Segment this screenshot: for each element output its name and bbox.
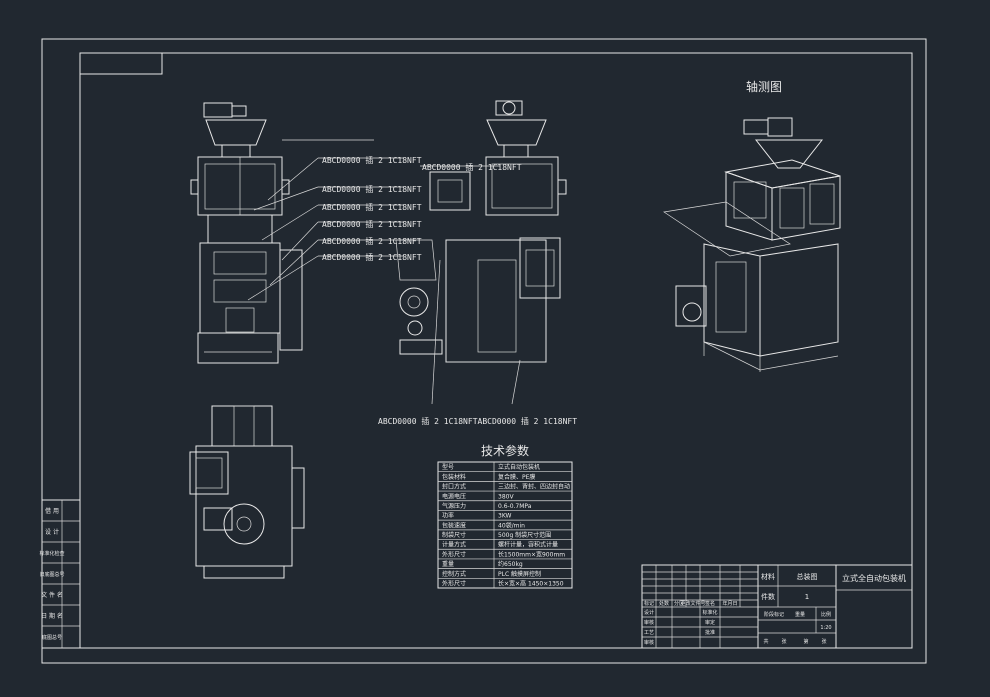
tech-row-value: 长×宽×高 1450×1350 [498, 580, 564, 588]
top-view [189, 405, 305, 579]
callout-7: ABCD0000 插 2 1C18NFT [322, 252, 422, 262]
row-label-4: 审核 [644, 639, 654, 646]
rev-header-3: 分区 [674, 600, 684, 607]
callout-6: ABCD0000 插 2 1C18NFT [322, 236, 422, 246]
tech-row-value: 长1500mm×宽900mm [498, 550, 565, 558]
material-value: 总装图 [797, 572, 818, 581]
tech-row-label: 外形尺寸 [442, 580, 466, 588]
tech-row-label: 电源电压 [442, 492, 466, 500]
axonometric-title: 轴测图 [746, 79, 782, 94]
tech-row-label: 功率 [442, 512, 454, 520]
tech-row-value: 约650kg [498, 560, 523, 568]
tech-row-label: 包装材料 [442, 473, 466, 481]
tech-row-label: 气源压力 [442, 502, 466, 510]
tech-title: 技术参数 [481, 443, 529, 458]
callout-3: ABCD0000 插 2 1C18NFT [322, 184, 422, 194]
row2-label-2: 审定 [705, 619, 715, 626]
outer-border [41, 38, 927, 664]
strip-label-5: 文 件 名 [41, 591, 63, 599]
stage-header-1: 阶段标记 [764, 611, 784, 618]
rev-header-2: 处数 [659, 600, 669, 607]
row2-label-1: 标准化 [702, 609, 717, 616]
callout-1: ABCD0000 插 2 1C18NFT [322, 155, 422, 165]
scale-value: 1:20 [820, 625, 831, 631]
count-label: 件数 [761, 592, 775, 601]
row-label-1: 设计 [644, 609, 654, 616]
stage-header-2: 重量 [795, 611, 805, 618]
callout-2: ABCD0000 插 2 1C18NFT [422, 162, 522, 172]
strip-label-3: 标准化检查 [39, 550, 64, 557]
drawing-title: 立式全自动包装机 [842, 573, 906, 583]
corner-box [79, 52, 163, 75]
material-label: 材料 [761, 572, 775, 581]
row2-label-3: 批准 [705, 629, 715, 636]
sheet-2: 张 [781, 638, 786, 645]
tech-row-value: 螺杆计量，容积式计量 [498, 541, 558, 549]
tech-row-label: 封口方式 [442, 483, 466, 491]
row-label-2: 审核 [644, 619, 654, 626]
tech-row-value: 40袋/min [498, 521, 525, 529]
sheet-4: 张 [821, 638, 826, 645]
tech-row-value: 复合膜、PE膜 [498, 473, 535, 481]
bottom-callout: ABCD0000 插 2 1C18NFTABCD0000 插 2 1C18NFT [378, 416, 577, 426]
count-value: 1 [805, 593, 809, 601]
callout-5: ABCD0000 插 2 1C18NFT [322, 219, 422, 229]
left-strip: 借 用 设 计 标准化检查 旧底图总号 文 件 名 日 期 名 底图总号 [39, 499, 81, 649]
tech-row-label: 包装速度 [442, 521, 466, 529]
leader-lines [247, 139, 521, 405]
inner-border [79, 52, 913, 649]
row-label-3: 工艺 [644, 630, 654, 636]
tech-row-value: 380V [498, 493, 514, 500]
callout-4: ABCD0000 插 2 1C18NFT [322, 202, 422, 212]
axonometric-view [663, 117, 841, 372]
strip-label-1: 借 用 [45, 507, 59, 515]
sheet-3: 第 [803, 638, 808, 645]
tech-row-label: 控制方式 [442, 570, 466, 578]
tech-row-label: 计量方式 [442, 541, 466, 549]
strip-label-4: 旧底图总号 [39, 571, 64, 578]
rev-header-6: 年月日 [722, 600, 737, 607]
title-block: 材料 总装图 件数 1 立式全自动包装机 标记 处数 分区 更改文件号 签名 年… [641, 564, 913, 649]
tech-row-value: PLC 触摸屏控制 [498, 570, 541, 578]
rev-header-4: 更改文件号 [680, 600, 705, 607]
tech-row-label: 制袋尺寸 [442, 531, 466, 539]
strip-label-6: 日 期 名 [41, 612, 63, 620]
rev-header-1: 标记 [644, 600, 654, 607]
stage-header-3: 比例 [821, 611, 831, 618]
strip-label-2: 设 计 [45, 528, 59, 536]
sheet-1: 共 [763, 638, 768, 645]
rev-header-5: 签名 [705, 600, 715, 607]
side-view [395, 100, 567, 363]
strip-label-7: 底图总号 [42, 634, 62, 641]
tech-row-value: 0.6-0.7MPa [498, 503, 532, 510]
tech-row-label: 重量 [442, 560, 454, 568]
tech-row-value: 立式自动包装机 [498, 463, 540, 471]
tech-row-value: 3KW [498, 513, 512, 520]
front-view [190, 102, 303, 364]
tech-row-value: 三边封、背封、四边封自动 [498, 483, 570, 491]
tech-row-value: 500g 制袋尺寸范围 [498, 531, 551, 539]
tech-row-label: 外形尺寸 [442, 550, 466, 558]
tech-row-label: 型号 [442, 463, 454, 471]
